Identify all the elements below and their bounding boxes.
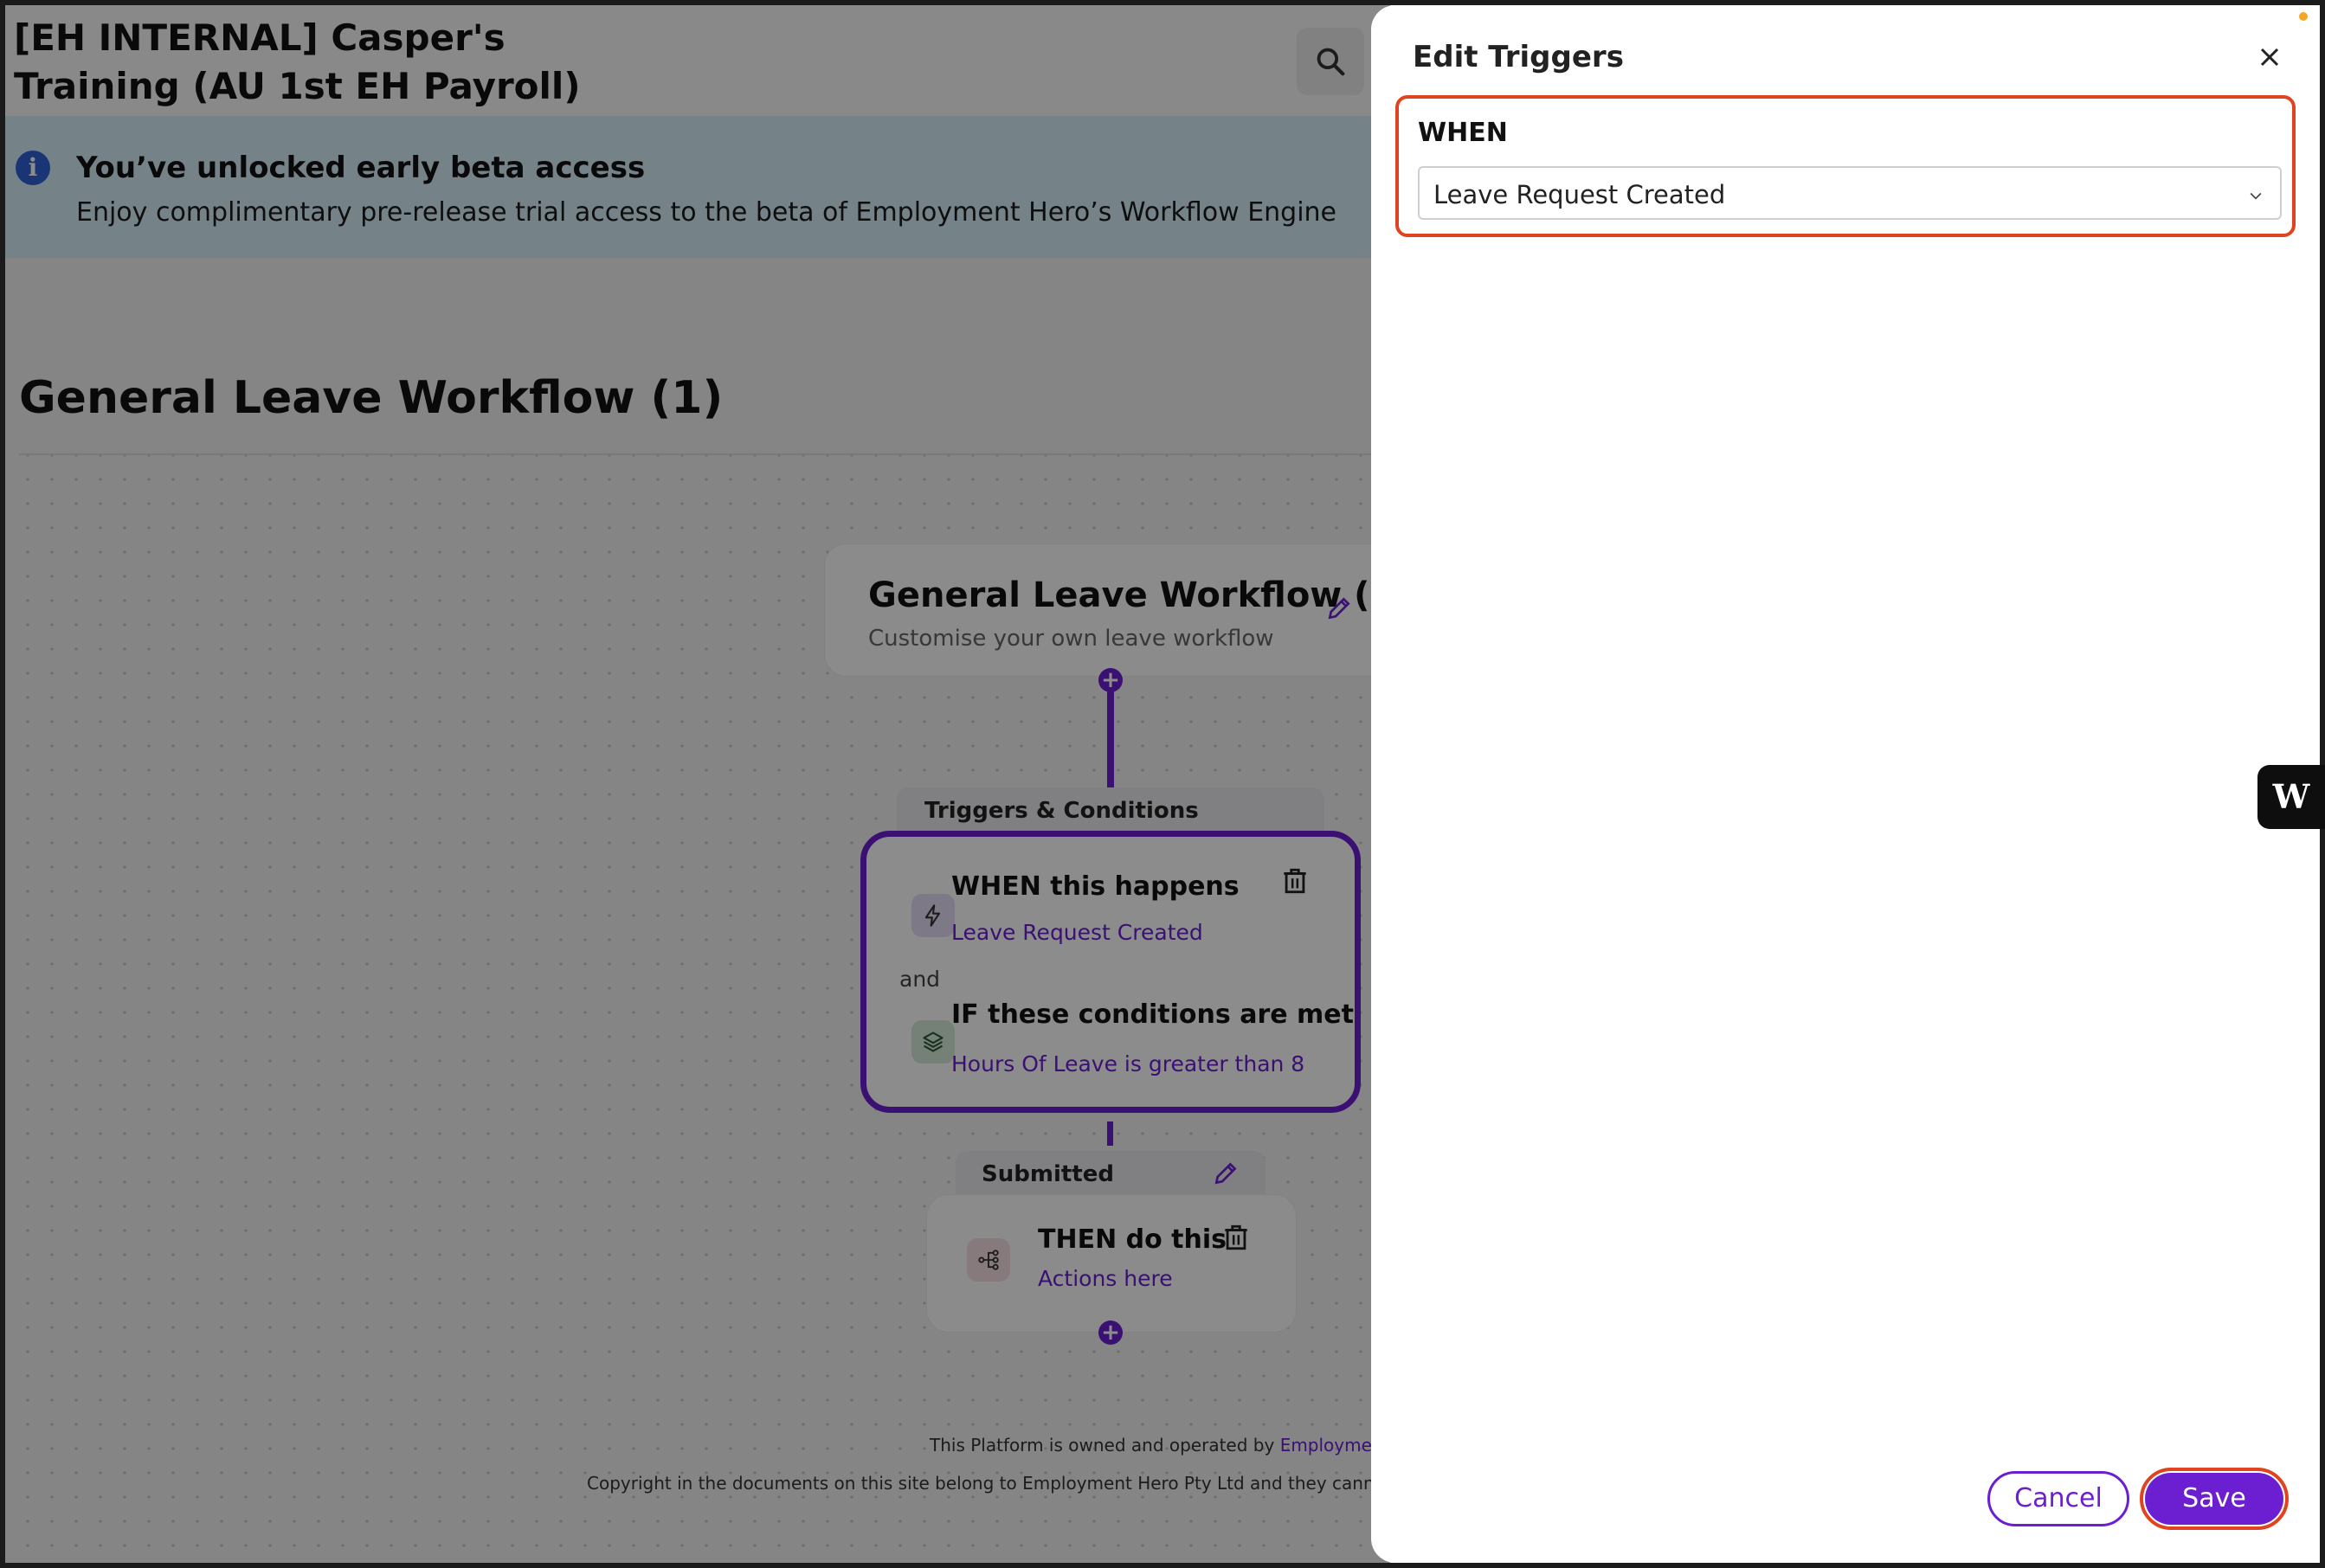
workflow-app: [EH INTERNAL] Casper's Training (AU 1st …	[5, 5, 1410, 1563]
pencil-icon[interactable]	[1325, 594, 1353, 622]
workflow-header-card: General Leave Workflow (1) Customise you…	[824, 543, 1410, 677]
top-bar: [EH INTERNAL] Casper's Training (AU 1st …	[5, 5, 1390, 117]
close-icon	[2260, 48, 2279, 67]
chevron-down-icon	[2250, 192, 2262, 200]
triggers-conditions-label: Triggers & Conditions	[924, 798, 1199, 824]
lightning-icon	[911, 894, 955, 937]
search-button[interactable]	[1297, 28, 1364, 95]
window-frame: [EH INTERNAL] Casper's Training (AU 1st …	[5, 5, 2320, 1563]
save-button[interactable]: Save	[2145, 1473, 2283, 1525]
footer-ownership: This Platform is owned and operated by E…	[930, 1435, 1389, 1456]
notification-dot	[2299, 12, 2308, 21]
then-heading: THEN do this	[1038, 1224, 1227, 1255]
workflow-card-subtitle: Customise your own leave workflow	[868, 626, 1274, 652]
footer-prefix: This Platform is owned and operated by	[930, 1435, 1280, 1456]
then-value-link[interactable]: Actions here	[1038, 1266, 1173, 1291]
pencil-icon[interactable]	[1212, 1160, 1240, 1187]
submitted-label: Submitted	[982, 1161, 1114, 1187]
add-action-plus-icon[interactable]: +	[1098, 1321, 1123, 1345]
and-label: and	[899, 967, 941, 992]
search-icon	[1317, 48, 1345, 76]
divider	[19, 453, 1390, 455]
when-trigger-section: WHEN Leave Request Created	[1395, 95, 2296, 237]
if-value-link[interactable]: Hours Of Leave is greater than 8	[951, 1051, 1305, 1076]
connector-line	[1107, 1121, 1113, 1146]
cancel-button[interactable]: Cancel	[1987, 1471, 2129, 1526]
layers-icon	[911, 1020, 955, 1064]
if-heading: IF these conditions are met	[951, 999, 1354, 1030]
add-step-plus-icon[interactable]: +	[1098, 668, 1123, 692]
when-value-link[interactable]: Leave Request Created	[951, 920, 1203, 945]
trash-icon[interactable]	[1280, 866, 1310, 896]
beta-banner-title: You’ve unlocked early beta access	[76, 151, 646, 185]
page-title: General Leave Workflow (1)	[19, 372, 724, 424]
close-button[interactable]	[2254, 42, 2285, 73]
trigger-select[interactable]: Leave Request Created	[1418, 166, 2282, 220]
save-highlight-ring	[2140, 1468, 2289, 1530]
trigger-select-value: Leave Request Created	[1433, 180, 1726, 209]
drawer-title: Edit Triggers	[1413, 40, 1624, 74]
when-heading: WHEN this happens	[951, 871, 1240, 902]
when-label: WHEN	[1418, 118, 1508, 148]
beta-banner: i You’ve unlocked early beta access Enjo…	[5, 116, 1390, 258]
then-action-card[interactable]: THEN do this Actions here	[926, 1194, 1297, 1333]
workflow-card-title: General Leave Workflow (1)	[868, 575, 1410, 615]
trash-icon[interactable]	[1221, 1223, 1251, 1252]
connector-line	[1107, 689, 1114, 789]
modal-backdrop[interactable]	[5, 5, 1390, 1563]
flow-icon	[967, 1238, 1010, 1282]
footer-copyright: Copyright in the documents on this site …	[587, 1473, 1408, 1494]
org-title: [EH INTERNAL] Casper's Training (AU 1st …	[14, 16, 581, 107]
info-icon: i	[16, 151, 50, 185]
beta-banner-text: Enjoy complimentary pre-release trial ac…	[76, 197, 1337, 228]
triggers-conditions-tab: Triggers & Conditions	[897, 787, 1324, 836]
side-widget-tab[interactable]: W	[2257, 765, 2325, 829]
submitted-tab: Submitted	[956, 1151, 1266, 1196]
edit-triggers-drawer: Edit Triggers WHEN Leave Request Created…	[1371, 5, 2320, 1563]
triggers-conditions-card[interactable]: WHEN this happens Leave Request Created …	[860, 831, 1361, 1113]
